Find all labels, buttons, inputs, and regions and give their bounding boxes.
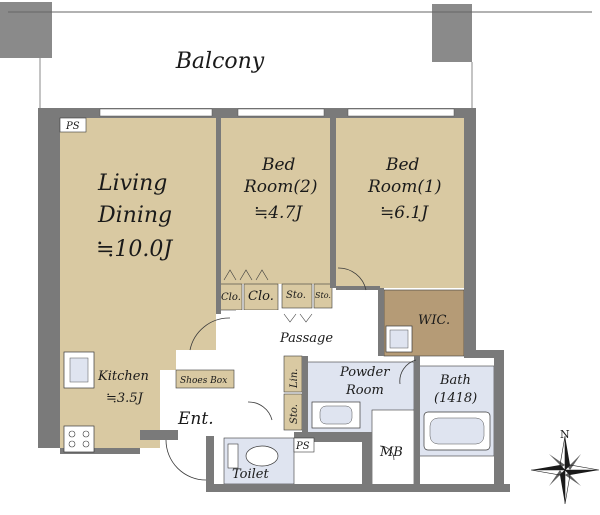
stove-burner-3 — [68, 440, 76, 448]
wall-east-lower — [494, 350, 504, 490]
clo-small-label: Clo. — [221, 292, 241, 303]
bed1-floor — [336, 118, 464, 288]
sto-a-floor — [281, 283, 313, 309]
walls — [38, 108, 510, 492]
wall-east-upper — [464, 108, 476, 352]
powder-label-2: Room — [345, 383, 384, 398]
compass-sw — [549, 467, 562, 486]
clo-door-marks — [223, 269, 269, 281]
bed2-label-2: Room(2) — [243, 177, 317, 197]
bath-label-1: Bath — [439, 373, 471, 388]
stove-icon — [63, 425, 95, 453]
ps-bottom-label: PS — [295, 441, 310, 452]
wall-east-step — [464, 350, 500, 358]
balcony-label: Balcony — [175, 49, 265, 74]
door-ent — [165, 439, 207, 481]
living-label: Living — [97, 171, 167, 196]
sto-b-floor — [313, 283, 333, 309]
sto-door-marks — [283, 313, 313, 323]
dining-label: Dining — [97, 203, 172, 228]
wall-west — [38, 108, 60, 448]
doors — [165, 267, 417, 481]
ps-top-box — [59, 117, 87, 133]
stove-burner-4 — [82, 440, 90, 448]
wall-bed1-bottom — [336, 286, 380, 290]
sink-basin — [69, 357, 89, 383]
compass-icon — [530, 435, 600, 505]
wall-toilet-west — [206, 436, 214, 492]
ps-bottom-box — [293, 437, 315, 453]
sto-a-label: Sto. — [286, 290, 306, 301]
compass-east-dark — [565, 470, 599, 475]
wall-living-bed2 — [216, 118, 221, 314]
ent-label: Ent. — [177, 409, 214, 429]
wall-kitchen-bottom — [60, 448, 140, 454]
washer-pan — [389, 329, 409, 349]
closet-doors — [223, 269, 313, 323]
balcony-pillar-right — [432, 4, 472, 62]
powder-label-1: Powder — [339, 365, 390, 380]
bed1-label-1: Bed — [385, 155, 420, 175]
clo-label: Clo. — [248, 289, 274, 304]
wall-mb-west — [362, 432, 372, 490]
wall-bath-west — [414, 356, 420, 488]
kitchen-label: Kitchen — [97, 369, 149, 384]
compass-south-dark — [560, 470, 565, 504]
north-label: N — [560, 428, 570, 441]
mb-label: MB — [379, 445, 403, 460]
wall-toilet-north — [294, 432, 372, 442]
passage-label: Passage — [279, 331, 333, 346]
bed2-label-1: Bed — [261, 155, 296, 175]
toilet-tank — [227, 443, 239, 469]
lin-label: Lin. — [289, 369, 300, 389]
compass-nw — [549, 454, 568, 467]
bathtub-inner — [429, 417, 485, 445]
bed2-floor — [220, 118, 330, 284]
bath-label-2: (1418) — [434, 391, 477, 406]
toilet-icon — [245, 445, 279, 467]
bed1-label-2: Room(1) — [367, 177, 441, 197]
bed1-area-label: ≒6.1J — [380, 203, 429, 223]
shoes-box-label: Shoes Box — [180, 376, 227, 386]
stove-burner-1 — [68, 430, 76, 438]
mb-floor — [371, 409, 415, 489]
window-living — [99, 108, 213, 117]
living-floor — [60, 118, 216, 448]
door-bath — [399, 359, 417, 385]
kitchen-area-label: ≒3.5J — [106, 391, 144, 406]
compass-se — [562, 473, 581, 486]
bed2-area-label: ≒4.7J — [254, 203, 303, 223]
door-mb — [379, 445, 395, 461]
shoes-box-floor — [175, 369, 235, 389]
ent-floor — [176, 388, 236, 438]
wall-bed2-bed1 — [330, 118, 336, 288]
door-toilet — [247, 401, 273, 421]
window-bed2 — [237, 108, 325, 117]
stove-burner-2 — [82, 430, 90, 438]
compass-east-light — [564, 464, 600, 471]
balcony-pillar-left — [0, 2, 52, 58]
washbasin-bowl — [319, 405, 353, 425]
sto-c-label: Sto. — [289, 404, 300, 424]
compass-west-light — [530, 469, 566, 476]
compass-ne — [568, 454, 581, 473]
ps-top-label: PS — [65, 121, 80, 132]
sto-b-label: Sto. — [315, 291, 331, 300]
wall-wic-west — [378, 288, 384, 356]
compass-west-dark — [531, 465, 565, 470]
passage-floor — [236, 310, 380, 370]
toilet-label: Toilet — [232, 467, 269, 482]
door-bed1 — [337, 267, 367, 291]
wall-south — [210, 484, 510, 492]
balcony-area — [0, 2, 592, 110]
window-bed1 — [347, 108, 455, 117]
wall-kitchen-south — [140, 430, 178, 440]
door-living — [189, 317, 231, 351]
clo-floor — [243, 283, 279, 311]
wall-powder-west — [302, 356, 308, 436]
living-area-label: ≒10.0J — [96, 237, 173, 262]
wic-label: WIC. — [418, 313, 450, 328]
compass-north-dark — [565, 436, 570, 470]
